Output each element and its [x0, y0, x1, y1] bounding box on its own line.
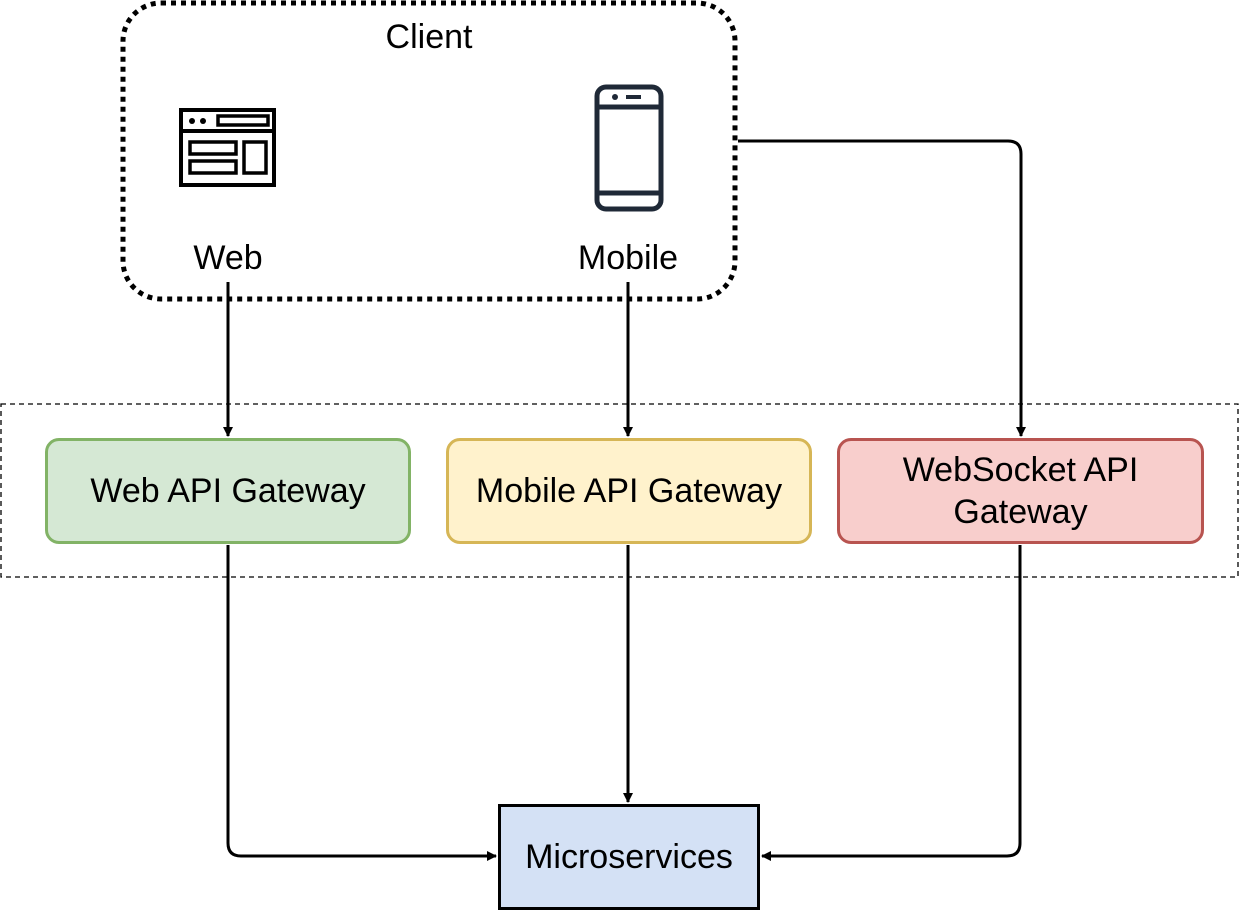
edge-websocket-gateway-to-microservices: [761, 545, 1022, 861]
browser-window-icon: [179, 108, 276, 187]
web-api-gateway-node: Web API Gateway: [45, 438, 411, 544]
microservices-label: Microservices: [525, 838, 733, 876]
microservices-node: Microservices: [498, 804, 760, 910]
mobile-label: Mobile: [577, 239, 679, 277]
mobile-api-gateway-node: Mobile API Gateway: [446, 438, 812, 544]
websocket-api-gateway-node: WebSocket API Gateway: [837, 438, 1204, 544]
smartphone-icon: [594, 84, 664, 212]
websocket-api-gateway-label: WebSocket API Gateway: [902, 451, 1139, 531]
edge-web-gateway-to-microservices: [226, 545, 497, 861]
client-title: Client: [385, 18, 473, 56]
edge-client-to-websocket-gateway: [738, 139, 1026, 437]
web-api-gateway-label: Web API Gateway: [90, 472, 366, 510]
client-group-boundary: [120, 0, 738, 302]
gateway-layer-boundary: [0, 403, 1239, 578]
mobile-api-gateway-label: Mobile API Gateway: [475, 472, 783, 510]
web-label: Web: [193, 239, 263, 277]
